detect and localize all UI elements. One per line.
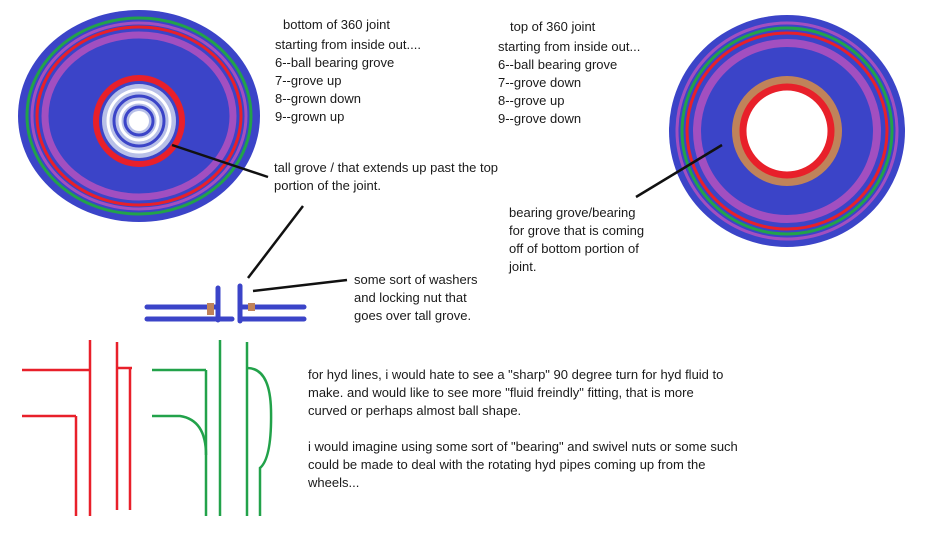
disc-ring-red [35, 25, 243, 207]
annotation-line: and locking nut that [354, 290, 467, 305]
leader-washers [252, 278, 348, 293]
disc-ring-red [685, 31, 889, 231]
bottom-joint-line: 6--ball bearing grove [275, 55, 395, 70]
annotation-line: bearing grove/bearing [509, 205, 636, 220]
hyd-lines-notes: for hyd lines, i would hate to see a "sh… [308, 366, 738, 492]
center-ring-red [93, 75, 185, 167]
hyd-paragraph-line: i would imagine using some sort of "bear… [308, 439, 738, 454]
disc-ring-green [25, 16, 253, 216]
annotation-line: off of bottom portion of [509, 241, 639, 256]
bearing-ring-brown [732, 76, 842, 186]
hyd-paragraph-line: for hyd lines, i would hate to see a "sh… [308, 367, 724, 382]
bearing-block-left [207, 303, 214, 315]
annotation-line: portion of the joint. [274, 178, 381, 193]
top-joint-disc [669, 15, 905, 247]
green-ball-bulge [246, 366, 273, 516]
top-joint-line: starting from inside out... [498, 39, 641, 54]
disc-ring-purple-inner [41, 31, 237, 201]
annotation-line: goes over tall grove. [354, 308, 472, 323]
top-joint-list: starting from inside out... 6--ball bear… [498, 38, 640, 128]
bearing-ring-3 [112, 94, 166, 148]
leader-tall-grove [171, 143, 269, 179]
leader-tall-grove-section [247, 205, 304, 279]
bearing-ring-5 [123, 105, 155, 137]
top-joint-line: 9--grove down [498, 111, 582, 126]
disc-ring-purple-inner [693, 39, 881, 223]
annotation-line: joint. [509, 259, 537, 274]
disc-ring-purple [30, 21, 248, 211]
top-joint-title: top of 360 joint [510, 19, 596, 34]
hyd-paragraph-line: curved or perhaps almost ball shape. [308, 403, 522, 418]
tall-grove-annotation: tall grove / that extends up past the to… [274, 159, 498, 195]
bottom-joint-line: starting from inside out.... [275, 37, 421, 52]
bottom-joint-line: 9--grown up [275, 109, 345, 124]
hyd-paragraph-line: could be made to deal with the rotating … [308, 457, 706, 472]
bottom-joint-disc [18, 10, 260, 222]
bottom-joint-line: 8--grown down [275, 91, 361, 106]
joint-cross-section [144, 283, 307, 324]
disc-ring-green [680, 26, 894, 236]
curved-fitting-diagram [152, 340, 273, 516]
top-joint-label: top of 360 joint [510, 18, 595, 36]
hyd-paragraph-line: wheels... [308, 475, 360, 490]
bearing-ring-2 [106, 88, 172, 154]
washers-annotation: some sort of washers and locking nut tha… [354, 271, 478, 325]
top-joint-line: 7--grove down [498, 75, 582, 90]
center-hole [129, 111, 149, 131]
sharp-fitting-diagram [22, 340, 132, 516]
bottom-joint-list: starting from inside out.... 6--ball bea… [275, 36, 421, 126]
hyd-paragraph-line: make. and would like to see more "fluid … [308, 385, 694, 400]
bearing-annotation: bearing grove/bearing for grove that is … [509, 204, 644, 276]
annotation-line: some sort of washers [354, 272, 478, 287]
inner-ring-red [739, 83, 835, 179]
top-joint-line: 8--grove up [498, 93, 565, 108]
leader-bearing [635, 143, 723, 199]
top-joint-line: 6--ball bearing grove [498, 57, 618, 72]
paragraph-gap [308, 420, 738, 438]
bottom-joint-title: bottom of 360 joint [283, 17, 390, 32]
bottom-joint-label: bottom of 360 joint [283, 16, 390, 34]
bearing-ring-4 [118, 100, 160, 142]
green-curved-elbow [152, 414, 208, 456]
disc-ring-purple [675, 21, 899, 241]
annotation-line: for grove that is coming [509, 223, 645, 238]
annotation-line: tall grove / that extends up past the to… [274, 160, 499, 175]
washer-block-right [248, 303, 255, 311]
bottom-joint-line: 7--grove up [275, 73, 342, 88]
